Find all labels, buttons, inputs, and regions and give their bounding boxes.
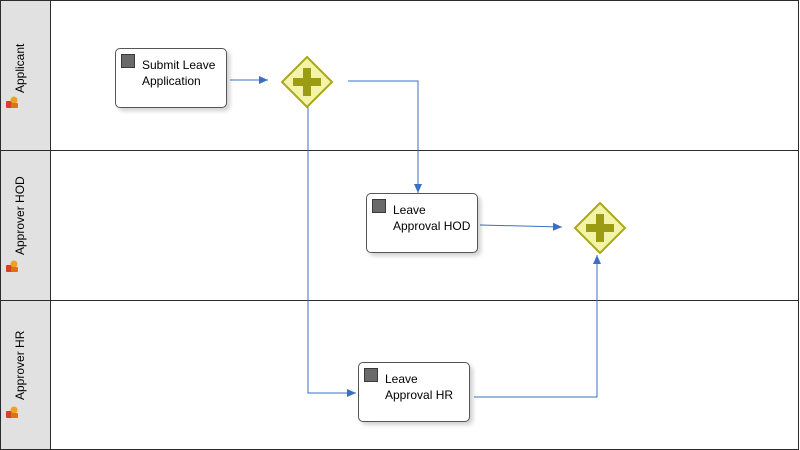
task-leave-approval-hod[interactable]: Leave Approval HOD: [366, 193, 478, 253]
task-leave-approval-hr[interactable]: Leave Approval HR: [358, 362, 470, 422]
task-label-line: Approval HR: [385, 388, 454, 402]
parallel-gateway-icon: [586, 214, 614, 242]
task-icon: [121, 54, 135, 68]
task-icon: [372, 199, 386, 213]
lane-header-approver-hr[interactable]: Approver HR: [1, 301, 51, 449]
participant-icon: [6, 406, 18, 418]
parallel-gateway-split[interactable]: [280, 55, 334, 109]
task-label: Leave Approval HR: [385, 371, 469, 403]
task-submit-leave-application[interactable]: Submit Leave Application: [115, 48, 227, 108]
task-label: Submit Leave Application: [142, 57, 226, 89]
lane-header-approver-hod[interactable]: Approver HOD: [1, 151, 51, 300]
task-label-line: Application: [142, 74, 201, 88]
task-icon: [364, 368, 378, 382]
flow-hr-to-join[interactable]: [474, 255, 601, 398]
participant-icon: [6, 260, 18, 272]
task-label-line: Approval HOD: [393, 219, 471, 233]
lane-header-applicant[interactable]: Applicant: [1, 1, 51, 150]
task-label: Leave Approval HOD: [393, 202, 477, 234]
flow-hod-to-join[interactable]: [479, 222, 563, 231]
task-label-line: Submit Leave: [142, 58, 216, 72]
lane-approver-hod[interactable]: Approver HOD: [0, 150, 799, 301]
parallel-gateway-icon: [293, 68, 321, 96]
task-label-line: Leave: [385, 372, 418, 386]
parallel-gateway-join[interactable]: [573, 201, 627, 255]
flow-split-to-hr[interactable]: [307, 107, 356, 397]
participant-icon: [6, 96, 18, 108]
flow-split-to-hod[interactable]: [348, 80, 422, 193]
task-label-line: Leave: [393, 203, 426, 217]
